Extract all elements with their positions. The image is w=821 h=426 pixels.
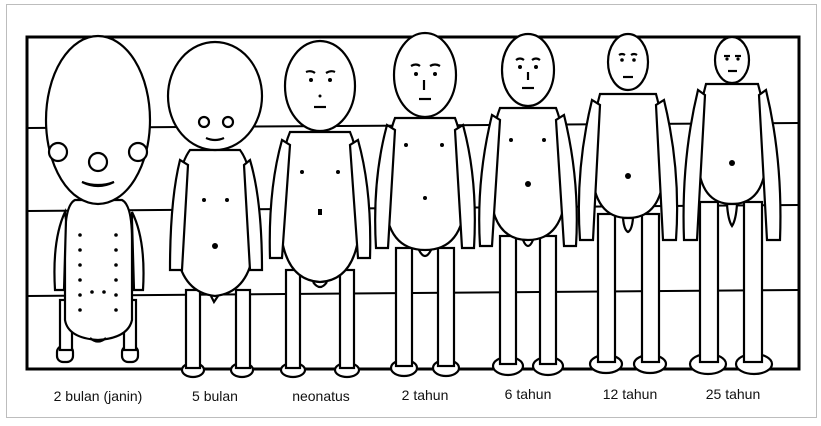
- outer-frame: [6, 4, 817, 418]
